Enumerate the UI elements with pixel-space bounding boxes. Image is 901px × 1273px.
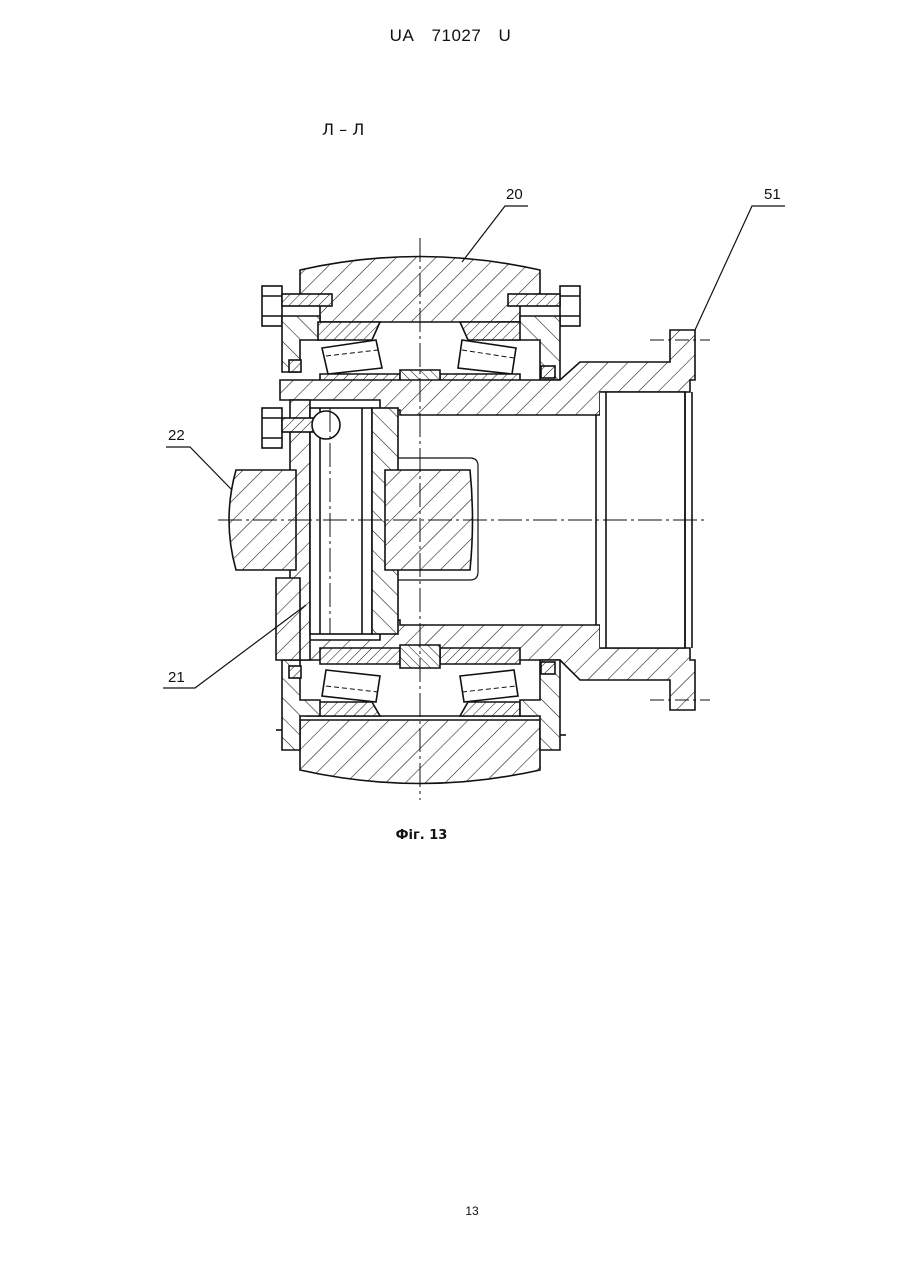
bolt-head-top-left [262,286,282,326]
leader-20 [462,206,528,262]
roller-bottom-left [322,670,380,702]
callout-20: 20 [506,186,523,203]
bolt-head-side [262,408,282,448]
roller-top-right [458,340,516,374]
page-number: 13 [0,1204,901,1218]
roller-top-left [322,340,382,374]
figure-caption: Фіг. 13 [0,828,843,843]
leader-51 [695,206,785,330]
leader-22 [166,447,232,490]
callout-21: 21 [168,669,185,686]
callout-22: 22 [168,427,185,444]
callout-51: 51 [764,186,781,203]
roller-bottom-right [460,670,518,702]
bolt-head-top-right [560,286,580,326]
